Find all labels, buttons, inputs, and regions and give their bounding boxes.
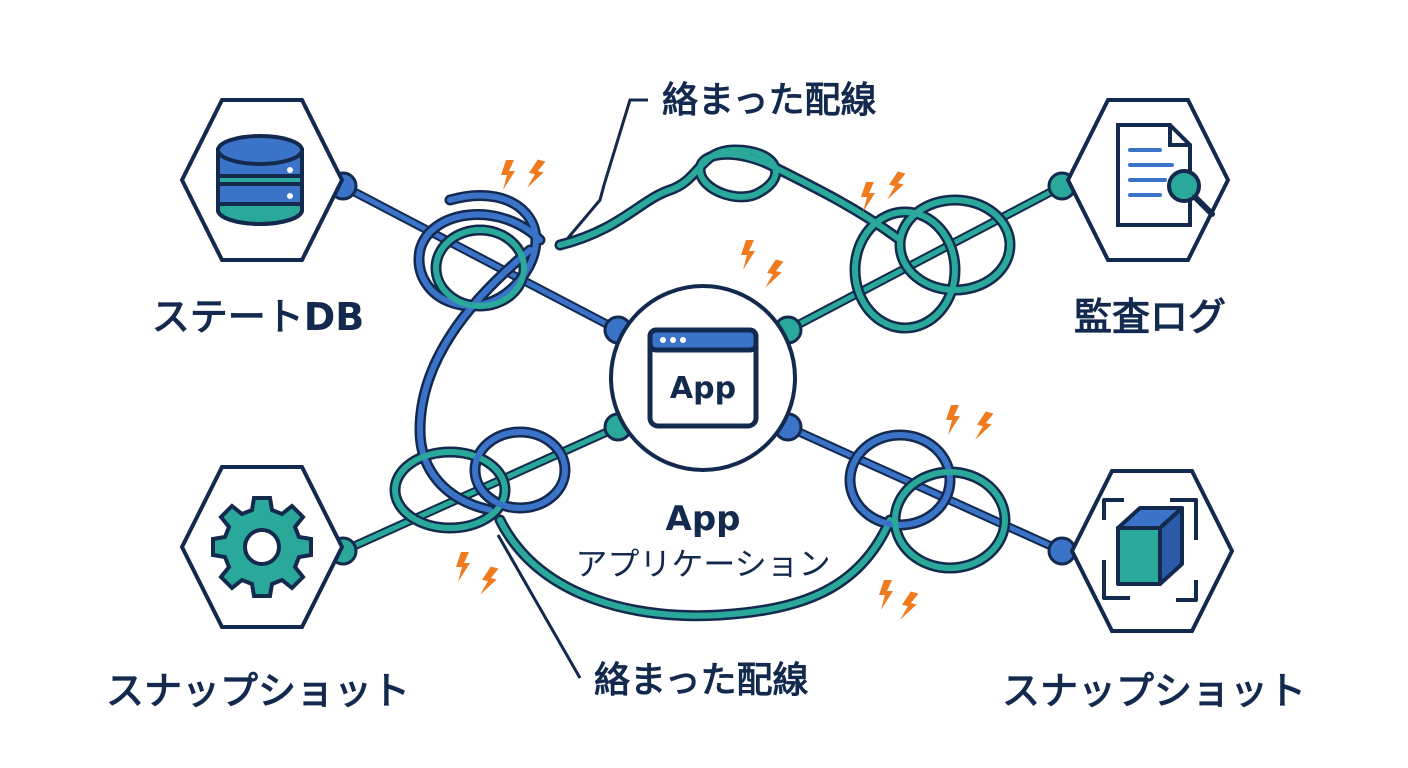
cube-icon xyxy=(1102,498,1198,602)
snapshot-right-node[interactable] xyxy=(1069,469,1235,633)
audit-log-label: 監査ログ xyxy=(1074,295,1226,339)
spark-icon xyxy=(480,566,499,595)
spark-icon xyxy=(861,182,875,212)
spark-icon xyxy=(741,240,755,270)
app-icon-text: App xyxy=(670,371,736,406)
snapshot-left-node[interactable] xyxy=(179,465,345,629)
callout-bottom-label: 絡まった配線 xyxy=(594,660,809,701)
tangled-cables xyxy=(389,144,1016,622)
spark-icon xyxy=(765,259,784,288)
spark-icon xyxy=(975,411,994,440)
document-search-icon xyxy=(1116,123,1215,227)
spark-icon xyxy=(946,405,960,435)
app-label-title: App xyxy=(666,499,741,539)
spark-icon xyxy=(527,159,546,188)
callout-top: 絡まった配線 xyxy=(566,80,877,239)
database-icon xyxy=(216,134,304,226)
spark-icon xyxy=(501,160,515,190)
app-label-sub: アプリケーション xyxy=(575,545,830,583)
gear-icon xyxy=(211,496,313,598)
snapshot-left-label: スナップショット xyxy=(106,669,410,713)
callout-top-label: 絡まった配線 xyxy=(662,80,877,121)
snapshot-right-label: スナップショット xyxy=(1002,669,1306,713)
state-db-label: ステートDB xyxy=(152,295,365,339)
app-node[interactable]: App xyxy=(609,284,797,472)
state-db-node[interactable] xyxy=(179,98,345,262)
audit-log-node[interactable] xyxy=(1065,98,1231,262)
spark-icons xyxy=(456,159,994,620)
spark-icon xyxy=(456,552,470,582)
app-window-icon: App xyxy=(647,327,759,429)
spark-icon xyxy=(900,591,919,620)
spark-icon xyxy=(879,580,893,610)
callout-bottom: 絡まった配線 xyxy=(496,534,809,701)
spark-icon xyxy=(887,171,906,200)
